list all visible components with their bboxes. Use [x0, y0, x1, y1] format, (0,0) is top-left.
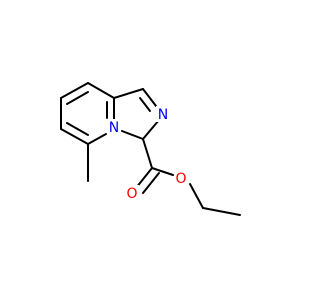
bond-c8a-c8: [87, 82, 115, 99]
imidazole-nitrogen-label: N: [158, 107, 168, 123]
bond-carbonyl-o-double-b: [142, 172, 160, 194]
bond-c6-c5: [60, 128, 89, 145]
atom-labels: N N O O: [107, 106, 188, 202]
bond-c6-c5-inner: [66, 122, 89, 136]
bond-c1-n2: [142, 88, 157, 107]
ester-oxygen-label: O: [175, 171, 186, 187]
bond-c3-n4: [121, 130, 144, 140]
bond-ch2-ch3: [202, 207, 241, 216]
bond-c8a-c1: [113, 88, 144, 99]
bond-c3-carbonyl: [142, 138, 153, 169]
molecule-structure: N N O O: [60, 82, 241, 216]
bond-carbonyl-ester-o: [151, 167, 174, 176]
bond-c8-c7: [60, 82, 89, 99]
bond-n2-c3: [142, 119, 160, 140]
bond-c5-n4: [87, 133, 107, 145]
bonds: [60, 82, 241, 216]
bond-c1-n2-inner: [139, 97, 151, 112]
carbonyl-oxygen-label: O: [126, 186, 137, 202]
bond-ester-o-ch2: [189, 183, 204, 209]
bridgehead-nitrogen-label: N: [109, 120, 119, 136]
bond-carbonyl-o-double-a: [135, 167, 153, 189]
bond-c8-c7-inner: [66, 91, 89, 105]
